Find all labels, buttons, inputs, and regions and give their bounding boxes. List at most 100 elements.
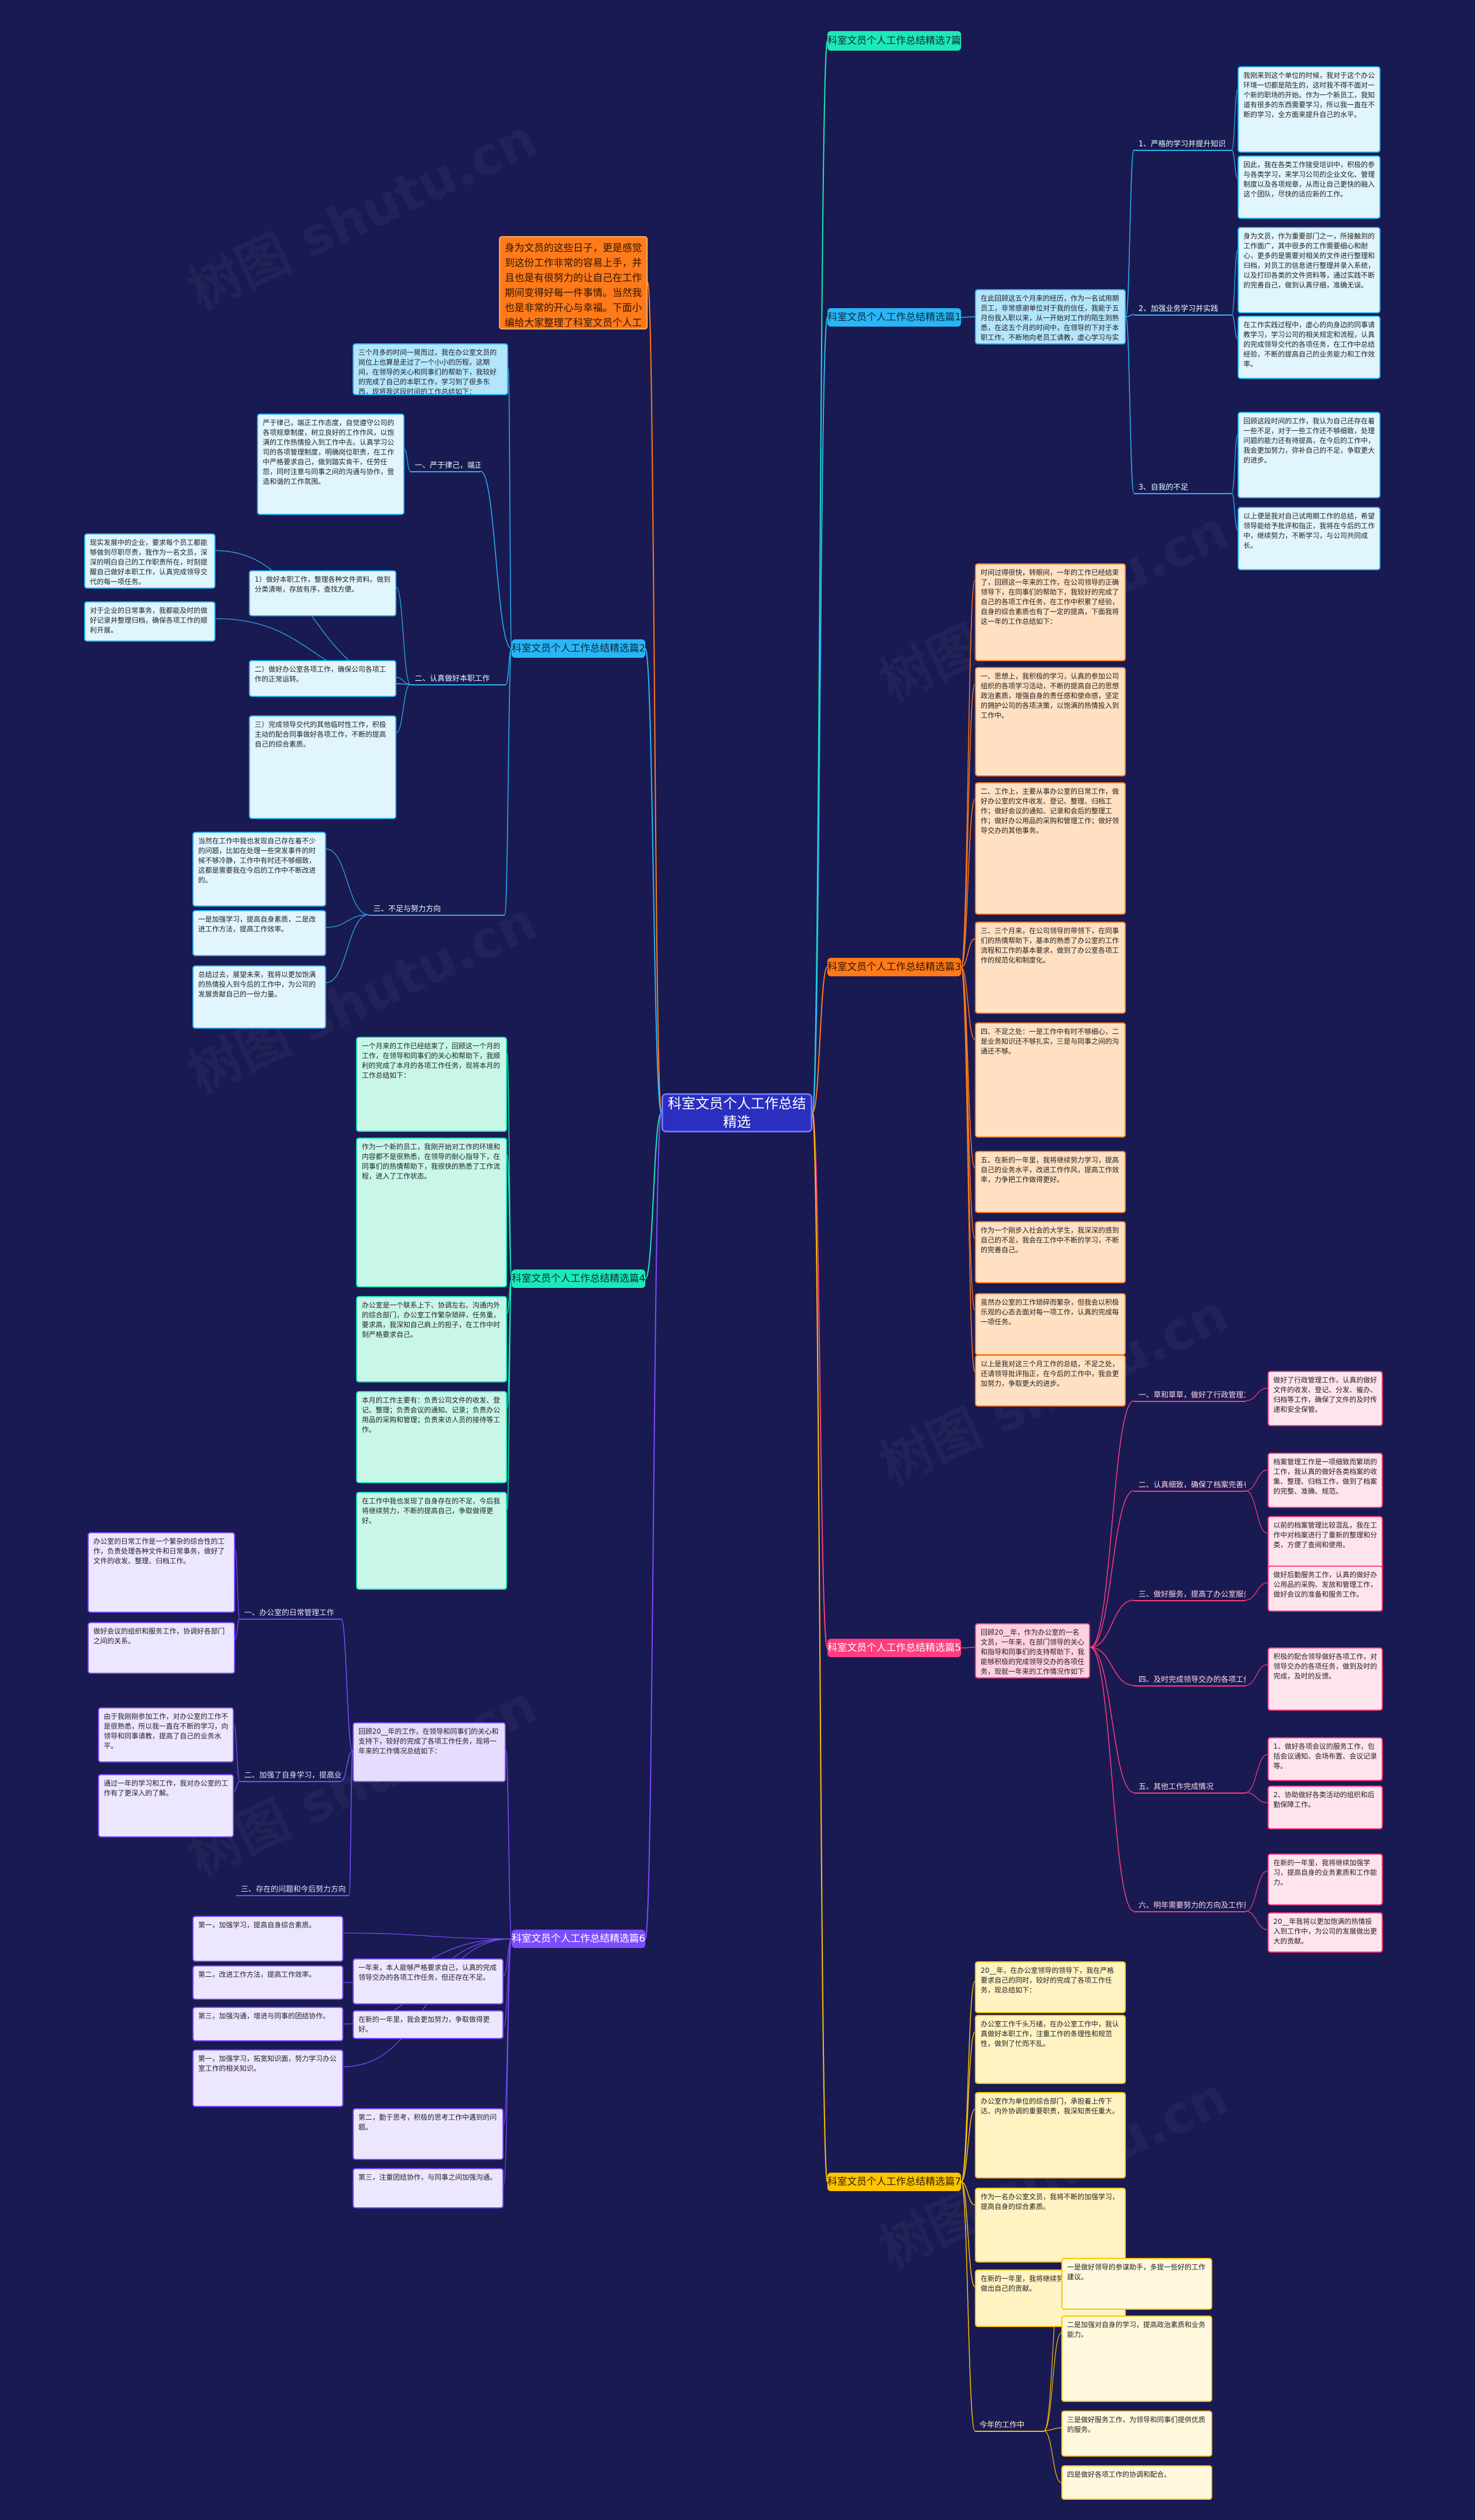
connector-line — [960, 1981, 975, 2182]
connector-line — [508, 368, 512, 649]
branch-2-sub-2[interactable]: 二、认真做好本职工作 — [410, 673, 506, 685]
branch-3-leaf-3: 二、工作上，主要从事办公室的日常工作，做好办公室的文件收发、登记、整理、归档工作… — [975, 782, 1126, 915]
connector-line — [326, 848, 369, 915]
branch-7-intro: 20__年，在办公室领导的领导下，我在严格要求自己的同时，较好的完成了各项工作任… — [975, 1961, 1126, 2013]
connector-line — [1231, 434, 1238, 494]
branch-6-sub-2-leaf-2: 通过一年的学习和工作，我对办公室的工作有了更深入的了解。 — [98, 1774, 234, 1837]
branch-2-sub-2-leaf-4: 二）做好办公室各项工作，确保公司各项工作的正常运转。 — [249, 660, 396, 697]
connector-line — [396, 677, 411, 685]
connector-line — [1231, 492, 1238, 530]
connector-line — [1245, 1469, 1268, 1491]
branch-7[interactable]: 科室文员个人工作总结精选篇7 — [827, 2173, 961, 2191]
branch-5[interactable]: 科室文员个人工作总结精选篇5 — [827, 1639, 961, 1657]
connector-line — [233, 1780, 240, 1792]
branch-3-leaf-9: 以上是我对这三个月工作的总结，不足之处，还请领导批评指正，在今后的工作中，我会更… — [975, 1355, 1126, 1407]
connector-line — [1090, 1600, 1134, 1648]
branch-4[interactable]: 科室文员个人工作总结精选篇4 — [512, 1270, 645, 1288]
connector-line — [812, 1112, 828, 2182]
branch-7-sub-1-leaf-2: 二是加强对自身的学习，提高政治素质和业务能力。 — [1061, 2316, 1212, 2402]
branch-1-sub-1-leaf-1: 我刚来到这个单位的时候，我对于这个办公环境一切都是陌生的，这时我不得不面对一个新… — [1238, 66, 1381, 153]
branch-title-collection[interactable]: 科室文员个人工作总结精选7篇 — [827, 31, 961, 51]
branch-3-leaf-1: 时间过得很快，转眼间，一年的工作已经结束了，回顾这一年来的工作，在公司领导的正确… — [975, 563, 1126, 661]
connector-line — [812, 40, 828, 1113]
branch-6-sub-1[interactable]: 一、办公室的日常管理工作 — [240, 1607, 341, 1620]
branch-5-sub-1[interactable]: 一、草和草草，做好了行政管理工作 — [1134, 1389, 1246, 1402]
branch-5-sub-3[interactable]: 三、做好服务，提高了办公室服务水平 — [1134, 1589, 1246, 1601]
connector-line — [1245, 1754, 1268, 1793]
connector-line — [1245, 1792, 1268, 1803]
connector-line — [1090, 1647, 1134, 1912]
branch-6-leaf-3: 第三，加强沟通，增进与同事的团结协作。 — [192, 2007, 343, 2041]
branch-6-sub-1-leaf-1: 办公室的日常工作是一个繁杂的综合性的工作，负责处理各种文件和日常事务，做好了文件… — [88, 1532, 235, 1613]
connector-line — [396, 684, 411, 733]
connector-line — [235, 1618, 240, 1640]
branch-2-sub-1[interactable]: 一、严于律己，端正态度 — [410, 460, 481, 472]
connector-line — [1090, 1647, 1134, 1793]
branch-1-intro: 在此回顾这五个月来的经历，作为一名试用期员工，非常感谢单位对于我的信任，我能于五… — [975, 289, 1126, 344]
branch-1[interactable]: 科室文员个人工作总结精选篇1 — [827, 308, 961, 327]
connector-line — [1231, 249, 1238, 315]
connector-line — [812, 967, 828, 1113]
connector-line — [960, 799, 975, 968]
connector-line — [645, 648, 662, 1113]
connector-line — [1231, 314, 1238, 339]
connector-line — [1090, 1400, 1134, 1648]
branch-6-sub-3[interactable]: 三、存在的问题和今后努力方向 — [236, 1884, 349, 1896]
branch-6-leaf-6: 第一，加强学习，拓宽知识面，努力学习办公室工作的相关知识。 — [192, 2049, 343, 2107]
branch-1-sub-2[interactable]: 2、加强业务学习并实践 — [1134, 303, 1232, 316]
connector-line — [505, 1750, 512, 1939]
branch-5-sub-2-leaf-2: 以前的档案管理比较混乱，我在工作中对档案进行了重新的整理和分类，方便了查阅和使用… — [1268, 1516, 1383, 1571]
branch-2-sub-3[interactable]: 三、不足与努力方向 — [369, 903, 505, 916]
branch-6-leaf-2: 第二，改进工作方法，提高工作效率。 — [192, 1965, 343, 2000]
branch-7-leaf-2: 办公室作为单位的综合部门，承担着上传下达、内外协调的重要职责，我深知责任重大。 — [975, 2092, 1126, 2178]
branch-2-sub-3-leaf-1: 当然在工作中我也发现自己存在着不少的问题，比如在处理一些突发事件的时候不够冷静，… — [192, 832, 326, 907]
branch-1-sub-1[interactable]: 1、严格的学习并提升知识 — [1134, 138, 1232, 151]
branch-6-leaf-1: 第一，加强学习，提高自身综合素质。 — [192, 1916, 343, 1962]
connector-line — [1125, 314, 1134, 317]
branch-5-sub-4-leaf-1: 积极的配合领导做好各项工作，对领导交办的各项任务，做到及时的完成，及时的反馈。 — [1268, 1647, 1383, 1711]
branch-6-sub-1-leaf-2: 做好会议的组织和服务工作，协调好各部门之间的关系。 — [88, 1622, 235, 1674]
branch-5-sub-6-leaf-1: 在新的一年里，我将继续加强学习，提高自身的业务素质和工作能力。 — [1268, 1854, 1383, 1905]
root-topic[interactable]: 科室文员个人工作总结精选 — [661, 1093, 812, 1132]
connector-line — [1245, 1490, 1268, 1534]
branch-5-sub-5[interactable]: 五、其他工作完成情况 — [1134, 1781, 1246, 1794]
connector-line — [960, 2032, 975, 2182]
connector-line — [504, 648, 512, 915]
connector-line — [645, 1112, 662, 1279]
connector-line — [1231, 89, 1238, 150]
branch-5-sub-4[interactable]: 四、及时完成领导交办的各项工作 — [1134, 1674, 1246, 1687]
branch-2-sub-2-leaf-2: 对于企业的日常事务，我都能及时的做好记录并整理归档，确保各项工作的顺利开展。 — [84, 601, 215, 642]
branch-5-sub-6[interactable]: 六、明年需要努力的方向及工作重点 — [1134, 1900, 1246, 1912]
branch-1-sub-1-leaf-2: 因此，我在各类工作接受培训中，积极的参与各类学习，来学习公司的企业文化、管理制度… — [1238, 156, 1381, 219]
branch-5-sub-2-leaf-1: 档案管理工作是一项细致而繁琐的工作，我认真的做好各类档案的收集、整理、归档工作，… — [1268, 1453, 1383, 1508]
branch-3[interactable]: 科室文员个人工作总结精选篇3 — [827, 958, 961, 976]
connector-line — [235, 1549, 240, 1619]
branch-4-leaf-2: 作为一个新的员工，我刚开始对工作的环境和内容都不是很熟悉，在领导的耐心指导下，在… — [356, 1138, 507, 1287]
branch-2-sub-2-leaf-5: 三）完成领导交代的其他临时性工作，积极主动的配合同事做好各项工作，不断的提高自己… — [249, 715, 396, 819]
branch-3-leaf-4: 三、三个月来，在公司领导的带领下，在同事们的热情帮助下，基本的熟悉了办公室的工作… — [975, 922, 1126, 1014]
branch-6-sub-2[interactable]: 二、加强了自身学习，提高业务水平 — [240, 1769, 341, 1782]
branch-2-sub-1-leaf-1: 严于律己，端正工作态度，自觉遵守公司的各项规章制度，树立良好的工作作风，以饱满的… — [257, 414, 404, 515]
branch-5-sub-2[interactable]: 二、认真细致，确保了档案完善有序 — [1134, 1479, 1246, 1492]
connector-line — [503, 1938, 512, 2186]
connector-line — [960, 2181, 975, 2287]
branch-1-sub-3[interactable]: 3、自我的不足 — [1134, 482, 1232, 494]
connector-line — [396, 587, 411, 685]
connector-line — [960, 580, 975, 968]
connector-line — [1245, 1911, 1268, 1930]
connector-line — [233, 1724, 240, 1782]
branch-1-sub-3-leaf-1: 回顾这段时间的工作，我认为自己还存在着一些不足，对于一些工作还不够细致，处理问题… — [1238, 412, 1381, 498]
branch-3-leaf-5: 四、不足之处：一是工作中有时不够细心，二是业务知识还不够扎实，三是与同事之间的沟… — [975, 1022, 1126, 1138]
branch-5-sub-3-leaf-1: 做好后勤服务工作，认真的做好办公用品的采购、发放和管理工作，做好会议的准备和服务… — [1268, 1566, 1383, 1612]
connector-line — [960, 967, 975, 1373]
branch-4-leaf-1: 一个月来的工作已经结束了，回顾这一个月的工作，在领导和同事们的关心和帮助下，我顺… — [356, 1037, 507, 1132]
branch-2-intro: 三个月多的时间一晃而过，我在办公室文员的岗位上也算是走过了一个小小的历程，这期间… — [353, 343, 508, 395]
branch-6[interactable]: 科室文员个人工作总结精选篇6 — [512, 1930, 645, 1948]
branch-2[interactable]: 科室文员个人工作总结精选篇2 — [512, 639, 645, 658]
branch-7-sub-1-leaf-4: 四是做好各项工作的协调和配合。 — [1061, 2465, 1212, 2500]
branch-4-leaf-4: 本月的工作主要有：负责公司文件的收发、登记、整理；负责会议的通知、记录；负责办公… — [356, 1391, 507, 1483]
branch-1-sub-2-leaf-2: 在工作实践过程中，虚心的向身边的同事请教学习，学习公司的相关规定和流程，认真的完… — [1238, 316, 1381, 379]
connector-line — [503, 1938, 512, 2126]
branch-1-sub-3-leaf-2: 以上便是我对自己试用期工作的总结，希望领导能给予批评和指正，我将在今后的工作中，… — [1238, 507, 1381, 570]
branch-7-sub-1[interactable]: 今年的工作中 — [975, 2419, 1044, 2432]
